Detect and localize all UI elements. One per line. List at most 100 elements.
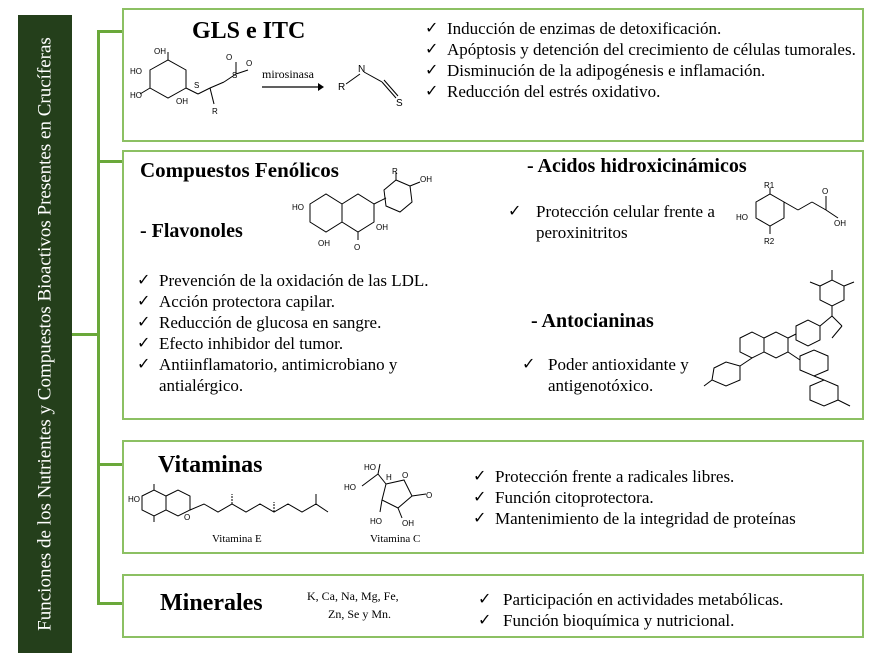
svg-text:R: R <box>212 107 218 116</box>
antocianinas-list: ✓ Poder antioxidante y antigenotóxico. <box>522 354 712 396</box>
sidebar-title: Funciones de los Nutrientes y Compuestos… <box>34 37 56 631</box>
svg-text:HO: HO <box>736 213 748 222</box>
check-icon: ✓ <box>425 20 439 37</box>
vitamin-c-structure-icon: HO HO H O O HO OH <box>344 463 432 528</box>
check-icon: ✓ <box>425 83 439 100</box>
minerales-title: Minerales <box>160 590 263 616</box>
gls-itc-title: GLS e ITC <box>192 18 306 44</box>
antocianinas-title: - Antocianinas <box>531 310 654 332</box>
svg-text:R1: R1 <box>764 181 775 190</box>
svg-text:OH: OH <box>834 219 846 228</box>
svg-text:O: O <box>184 513 190 522</box>
list-item-text: Protección celular frente a peroxinitrit… <box>536 202 715 242</box>
list-item-text: Poder antioxidante y antigenotóxico. <box>548 355 689 395</box>
list-item: ✓ Efecto inhibidor del tumor. <box>137 333 497 354</box>
vitamina-e-label: Vitamina E <box>212 533 262 545</box>
svg-text:HO: HO <box>130 67 142 76</box>
list-item: ✓ Función bioquímica y nutricional. <box>478 610 858 631</box>
check-icon: ✓ <box>425 41 439 58</box>
list-item: ✓ Antiinflamatorio, antimicrobiano y anti… <box>137 354 457 396</box>
hydroxycinnamic-acid-structure-icon: R1 HO R2 O OH <box>736 181 846 246</box>
list-item: ✓ Poder antioxidante y antigenotóxico. <box>522 354 712 396</box>
reaction-label: mirosinasa <box>262 67 314 81</box>
svg-text:R: R <box>338 82 345 93</box>
svg-text:OH: OH <box>154 47 166 56</box>
connector-minerales <box>97 602 123 605</box>
check-icon: ✓ <box>478 612 492 629</box>
minerales-list: ✓ Participación en actividades metabólica… <box>478 589 858 631</box>
list-item-text: Antiinflamatorio, antimicrobiano y antia… <box>159 355 398 395</box>
svg-text:O: O <box>354 243 360 252</box>
svg-text:HO: HO <box>128 495 140 504</box>
list-item-text: Función citoprotectora. <box>495 488 654 507</box>
svg-text:S: S <box>194 81 199 90</box>
svg-text:O: O <box>246 59 252 68</box>
reaction-arrow-icon <box>262 83 324 91</box>
svg-text:R: R <box>392 167 398 176</box>
list-item: ✓ Protección celular frente a peroxinitri… <box>508 201 718 243</box>
check-icon: ✓ <box>137 335 151 352</box>
gls-list: ✓ Inducción de enzimas de detoxificación.… <box>425 18 857 102</box>
list-item-text: Disminución de la adipogénesis e inflama… <box>447 61 766 80</box>
minerales-elements-line1: K, Ca, Na, Mg, Fe, <box>307 589 399 603</box>
list-item: ✓Reducción de glucosa en sangre. <box>137 312 497 333</box>
list-item-text: Función bioquímica y nutricional. <box>503 611 735 630</box>
svg-text:HO: HO <box>292 203 304 212</box>
svg-text:O: O <box>402 471 408 480</box>
sidebar-panel <box>18 15 72 653</box>
vitamina-c-label: Vitamina C <box>370 533 421 545</box>
glucosinolate-structure-icon: OH HO HO OH S R O S O <box>130 47 252 116</box>
list-item: ✓ Inducción de enzimas de detoxificación. <box>425 18 857 39</box>
connector-gls <box>97 30 123 33</box>
list-item: ✓ Acción protectora capilar. <box>137 291 497 312</box>
svg-text:H: H <box>386 473 392 482</box>
vitamin-e-structure-icon: HO O <box>128 484 329 522</box>
vitaminas-list: ✓Protección frente a radicales libres. ✓… <box>473 466 873 529</box>
list-item-text: Mantenimiento de la integridad de proteí… <box>495 509 796 528</box>
list-item-text: Inducción de enzimas de detoxificación. <box>447 19 722 38</box>
list-item: ✓Prevención de la oxidación de las LDL. <box>137 270 497 291</box>
acidos-title: - Acidos hidroxicinámicos <box>527 155 747 177</box>
svg-text:N: N <box>358 64 365 75</box>
svg-text:HO: HO <box>344 483 356 492</box>
list-item: ✓ Disminución de la adipogénesis e inflam… <box>425 60 857 81</box>
check-icon: ✓ <box>137 356 151 373</box>
svg-text:OH: OH <box>318 239 330 248</box>
list-item-text: Reducción del estrés oxidativo. <box>447 82 661 101</box>
flavonol-structure-icon: HO OH O OH R OH <box>292 167 432 252</box>
connector-fenolicos <box>97 160 123 163</box>
check-icon: ✓ <box>137 272 151 289</box>
list-item: ✓ Participación en actividades metabólica… <box>478 589 858 610</box>
svg-text:O: O <box>226 53 232 62</box>
list-item-text: Efecto inhibidor del tumor. <box>159 334 344 353</box>
gls-itc-box <box>122 8 864 142</box>
check-icon: ✓ <box>478 591 492 608</box>
fenolicos-title: Compuestos Fenólicos <box>140 158 339 182</box>
connector-vitaminas <box>97 463 123 466</box>
svg-text:HO: HO <box>370 517 382 526</box>
svg-text:R2: R2 <box>764 237 775 246</box>
check-icon: ✓ <box>137 314 151 331</box>
list-item-text: Apóptosis y detención del crecimiento de… <box>447 40 856 59</box>
check-icon: ✓ <box>522 356 536 373</box>
list-item-text: Participación en actividades metabólicas… <box>503 590 784 609</box>
svg-text:OH: OH <box>176 97 188 106</box>
svg-text:HO: HO <box>130 91 142 100</box>
minerales-elements-line2: Zn, Se y Mn. <box>328 607 391 621</box>
check-icon: ✓ <box>508 203 522 220</box>
svg-text:O: O <box>822 187 828 196</box>
svg-text:HO: HO <box>364 463 376 472</box>
svg-text:OH: OH <box>376 223 388 232</box>
svg-text:OH: OH <box>420 175 432 184</box>
list-item-text: Acción protectora capilar. <box>159 292 336 311</box>
check-icon: ✓ <box>425 62 439 79</box>
svg-text:S: S <box>396 98 403 109</box>
check-icon: ✓ <box>473 489 487 506</box>
list-item: ✓Mantenimiento de la integridad de prote… <box>473 508 873 529</box>
check-icon: ✓ <box>137 293 151 310</box>
connector-stub-main <box>72 333 98 336</box>
minerales-box <box>122 574 864 638</box>
vitaminas-box <box>122 440 864 554</box>
list-item: ✓ Reducción del estrés oxidativo. <box>425 81 857 102</box>
connector-spine <box>97 30 100 604</box>
